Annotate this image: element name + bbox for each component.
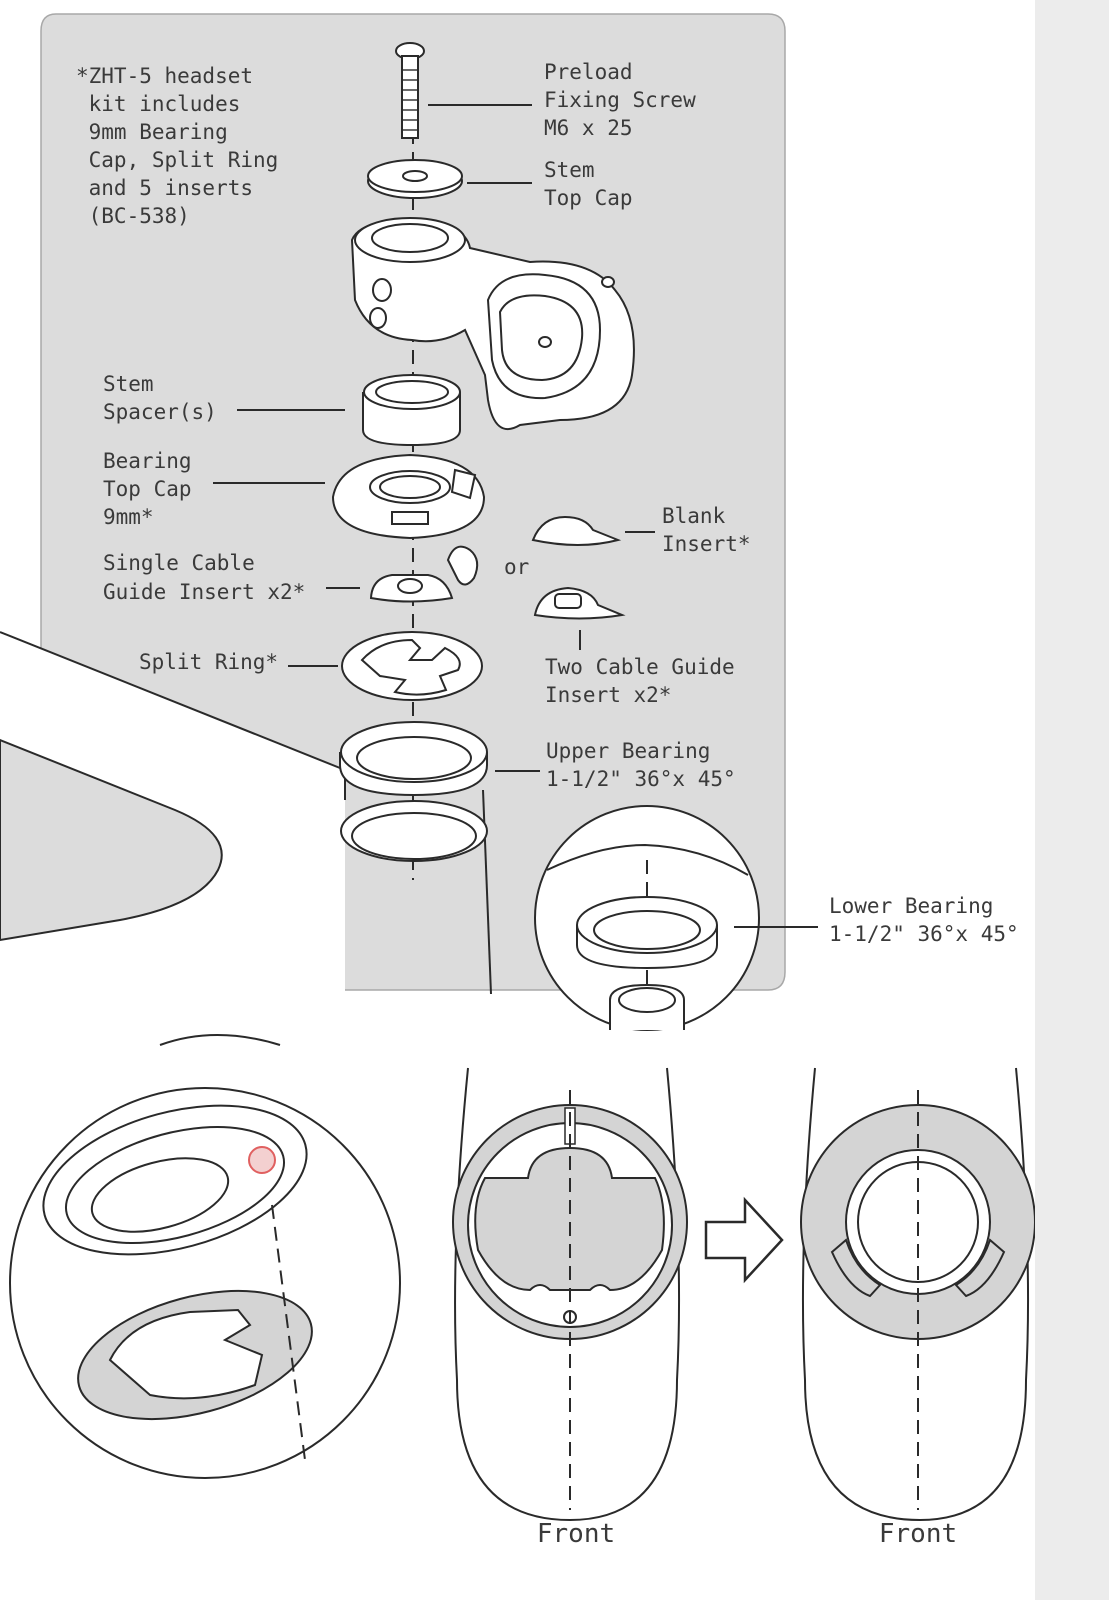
label-lower-bearing: Lower Bearing 1-1/2" 36°x 45° [829, 894, 1019, 946]
label-two-cable-guide: Two Cable Guide Insert x2* [545, 655, 735, 707]
stem [350, 217, 635, 431]
frame-outline [0, 631, 1035, 1048]
label-preload-1: Preload [544, 60, 633, 84]
label-stem-top-cap: Stem Top Cap [544, 158, 633, 210]
label-lower-bearing-2: 1-1/2" 36°x 45° [829, 922, 1019, 946]
headset-exploded-diagram: *ZHT-5 headset kit includes 9mm Bearing … [0, 13, 1035, 1549]
bearing-top-cap [331, 453, 486, 540]
note-line-6: (BC-538) [76, 204, 190, 228]
arrow-icon [704, 1196, 784, 1284]
front-label-1: Front [537, 1519, 615, 1549]
label-bearing-top-cap: Bearing Top Cap 9mm* [103, 449, 192, 529]
label-stem-top-cap-1: Stem [544, 158, 595, 182]
note-line-4: Cap, Split Ring [76, 148, 278, 172]
label-or: or [504, 555, 529, 579]
label-upper-bearing-2: 1-1/2" 36°x 45° [546, 767, 736, 791]
split-ring [341, 631, 483, 701]
label-bearing-top-cap-2: Top Cap [103, 477, 192, 501]
head-tube-top-view-2 [800, 1067, 1035, 1522]
label-preload-3: M6 x 25 [544, 116, 633, 140]
upper-bearing [339, 721, 488, 797]
split-ring-detail-inset [9, 1087, 401, 1479]
head-tube-top [340, 800, 488, 862]
label-split-ring: Split Ring* [139, 650, 278, 674]
label-blank-insert: Blank Insert* [662, 504, 751, 556]
stem-spacer [362, 374, 461, 447]
scrollbar-track[interactable] [1035, 0, 1109, 1600]
kit-note: *ZHT-5 headset kit includes 9mm Bearing … [76, 64, 278, 228]
label-stem-top-cap-2: Top Cap [544, 186, 633, 210]
stem-top-cap [367, 159, 463, 199]
label-preload-2: Fixing Screw [544, 88, 696, 112]
label-blank-insert-2: Insert* [662, 532, 751, 556]
label-bearing-top-cap-1: Bearing [103, 449, 192, 473]
label-upper-bearing: Upper Bearing 1-1/2" 36°x 45° [546, 739, 736, 791]
head-tube-top-view-1 [452, 1067, 688, 1522]
label-blank-insert-1: Blank [662, 504, 726, 528]
label-preload-screw: Preload Fixing Screw M6 x 25 [544, 60, 696, 140]
note-line-1: *ZHT-5 headset [76, 64, 253, 88]
label-single-cable-1: Single Cable [103, 551, 255, 575]
label-bearing-top-cap-3: 9mm* [103, 505, 154, 529]
label-stem-spacer: Stem Spacer(s) [103, 372, 217, 424]
label-single-cable-2: Guide Insert x2* [103, 580, 305, 604]
blank-insert [531, 515, 622, 546]
label-lower-bearing-1: Lower Bearing [829, 894, 993, 918]
label-stem-spacer-2: Spacer(s) [103, 400, 217, 424]
label-upper-bearing-1: Upper Bearing [546, 739, 710, 763]
note-line-2: kit includes [76, 92, 240, 116]
note-line-3: 9mm Bearing [76, 120, 228, 144]
preload-screw [395, 42, 425, 139]
two-cable-guide-insert [533, 586, 626, 620]
front-label-2: Front [879, 1519, 957, 1549]
label-two-cable-2: Insert x2* [545, 683, 671, 707]
lower-bearing-inset [534, 805, 760, 1031]
document-viewer: *ZHT-5 headset kit includes 9mm Bearing … [0, 13, 1035, 1549]
note-line-5: and 5 inserts [76, 176, 253, 200]
label-stem-spacer-1: Stem [103, 372, 154, 396]
label-single-cable-guide: Single Cable Guide Insert x2* [103, 551, 305, 604]
single-cable-guide-insert [369, 545, 479, 603]
label-two-cable-1: Two Cable Guide [545, 655, 735, 679]
